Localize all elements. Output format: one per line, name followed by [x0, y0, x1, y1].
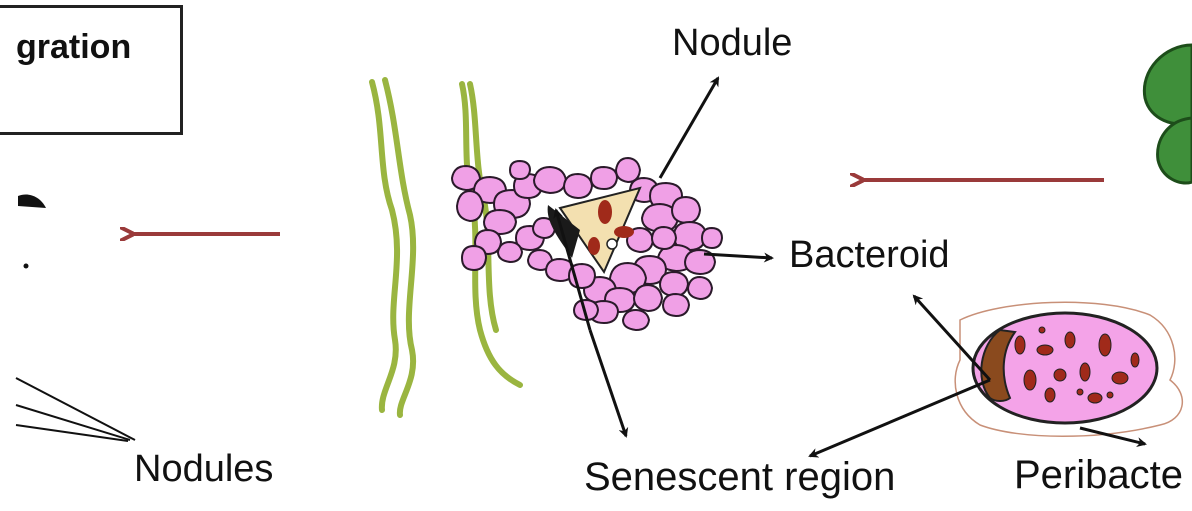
title-box: gration	[0, 5, 183, 135]
arrow-senescent-down	[590, 330, 626, 436]
senescent-region-label: Senescent region	[584, 455, 895, 500]
nodule-cell	[457, 191, 483, 221]
arrow-cell-to-bacteroid	[914, 296, 990, 380]
nodule-cell	[498, 242, 522, 262]
nodule-label: Nodule	[672, 22, 792, 65]
title-fragment: gration	[16, 28, 131, 67]
nodule-cell	[591, 167, 617, 189]
nodule-cell	[510, 161, 530, 179]
nodules-label: Nodules	[134, 448, 273, 491]
nodule-cell	[623, 310, 649, 330]
nodule-cell	[663, 294, 689, 316]
arrow-cell-to-senescent	[810, 380, 990, 456]
nodule-cell	[688, 277, 712, 299]
nodule-cell	[702, 228, 722, 248]
bacteroid-label: Bacteroid	[789, 234, 950, 277]
nodule-cell	[534, 167, 566, 193]
peribacte-label: Peribacte	[1014, 453, 1183, 498]
nodule-cell	[652, 227, 676, 249]
arrow-to-nodule-label	[660, 78, 718, 178]
nodule-cell	[660, 272, 688, 296]
nodule-cell	[462, 246, 486, 270]
nodule-cell	[634, 285, 662, 311]
left-fragment-marks	[16, 195, 135, 442]
nodule-cell	[564, 174, 592, 198]
infected-cell	[955, 302, 1182, 436]
leaf-icon	[1144, 45, 1192, 183]
nodule-cell	[672, 197, 700, 223]
